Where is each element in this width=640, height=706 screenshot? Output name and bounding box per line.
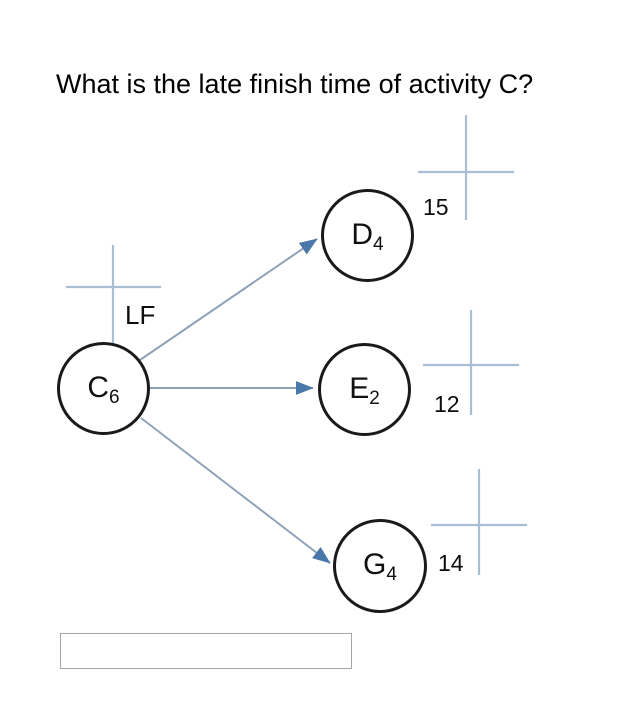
node-d-label: D4 bbox=[351, 217, 384, 255]
cross-marker-g bbox=[431, 469, 527, 575]
node-g[interactable]: G4 bbox=[333, 519, 427, 613]
cross-label-g-value: 14 bbox=[438, 550, 464, 576]
node-g-label: G4 bbox=[363, 548, 397, 585]
page-title: What is the late finish time of activity… bbox=[56, 69, 534, 99]
node-c-label: C6 bbox=[87, 370, 120, 408]
cross-label-d-value: 15 bbox=[423, 194, 449, 220]
cross-label-e-value: 12 bbox=[434, 391, 460, 417]
cross-marker-d bbox=[418, 115, 514, 220]
cross-marker-e bbox=[423, 310, 519, 415]
edge-c-to-d bbox=[139, 238, 318, 361]
node-e[interactable]: E2 bbox=[318, 343, 411, 436]
cross-marker-c bbox=[66, 245, 161, 345]
answer-input[interactable] bbox=[60, 633, 352, 669]
cross-label-c-lf: LF bbox=[125, 300, 156, 330]
node-e-label: E2 bbox=[349, 371, 380, 409]
node-c[interactable]: C6 bbox=[57, 342, 150, 435]
node-d[interactable]: D4 bbox=[321, 189, 414, 282]
edge-c-to-g bbox=[140, 417, 331, 564]
